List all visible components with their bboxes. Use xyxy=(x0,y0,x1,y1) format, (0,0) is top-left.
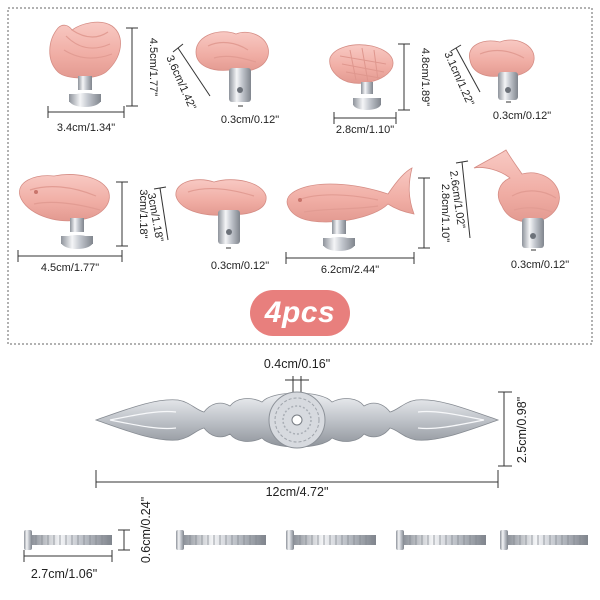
screw-diameter-label: 0.6cm/0.24" xyxy=(139,497,153,563)
knob-7-width-label: 6.2cm/2.44" xyxy=(321,264,379,276)
knob-4-image xyxy=(469,39,535,100)
screw-1-image xyxy=(24,530,112,550)
backplate-image xyxy=(94,391,500,449)
knob-section-frame xyxy=(7,7,593,345)
knob-6-base-label: 0.3cm/0.12" xyxy=(211,260,269,272)
knob-1-height-label: 4.5cm/1.77" xyxy=(147,38,159,96)
quantity-badge: 4pcs xyxy=(250,290,350,336)
knob-8-base-label: 0.3cm/0.12" xyxy=(511,259,569,271)
backplate-hole-label: 0.4cm/0.16" xyxy=(264,357,330,371)
knob-8-image xyxy=(473,149,560,248)
knob-2-diagonal-label: 3.6cm/1.42" xyxy=(163,54,198,112)
screw-length-label: 2.7cm/1.06" xyxy=(31,567,97,581)
backplate-height-label: 2.5cm/0.98" xyxy=(515,397,529,463)
screw-2-image xyxy=(176,530,266,550)
knob-2-image xyxy=(195,31,269,102)
screw-3-image xyxy=(286,530,376,550)
knob-2-base-label: 0.3cm/0.12" xyxy=(221,114,279,126)
knob-7-height-label: 2.8cm/1.10" xyxy=(439,184,451,242)
knob-5-image xyxy=(19,174,110,249)
knob-5-width-label: 4.5cm/1.77" xyxy=(41,262,99,274)
knob-3-image xyxy=(329,44,394,110)
knob-4-base-label: 0.3cm/0.12" xyxy=(493,110,551,122)
knob-1-width-label: 3.4cm/1.34" xyxy=(57,122,115,134)
knob-5-height-label: 3cm/1.18" xyxy=(137,189,149,238)
screw-5-image xyxy=(500,530,588,550)
knob-3-height-label: 4.8cm/1.89" xyxy=(419,48,431,106)
screw-4-image xyxy=(396,530,486,550)
knob-6-image xyxy=(175,179,267,244)
knob-1-image xyxy=(49,21,121,107)
backplate-width-label: 12cm/4.72" xyxy=(266,485,329,499)
knob-3-width-label: 2.8cm/1.10" xyxy=(336,124,394,136)
knob-7-image xyxy=(286,167,415,251)
